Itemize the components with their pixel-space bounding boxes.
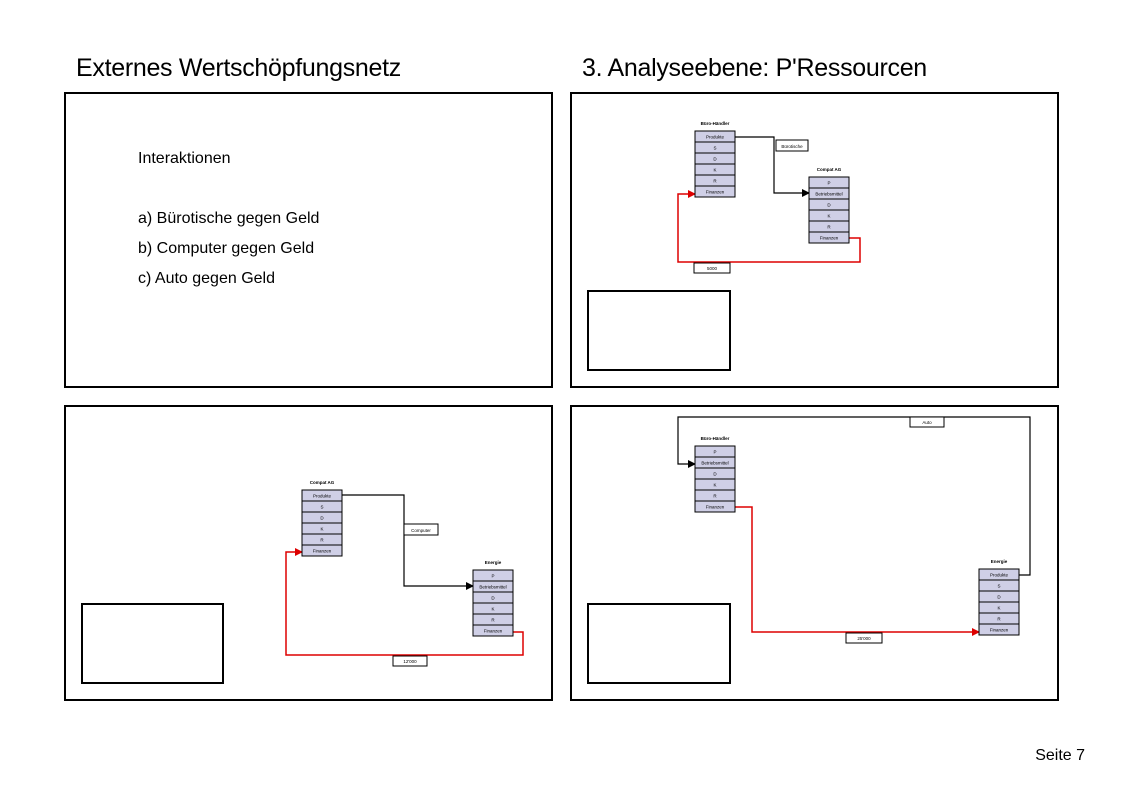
page-number: Seite 7 xyxy=(1035,747,1085,764)
empty-box-a xyxy=(587,290,731,371)
goods-label-box xyxy=(403,523,439,536)
money-label-box xyxy=(845,632,883,644)
entity-row-label: Finanzen xyxy=(990,628,1009,633)
empty-box-b xyxy=(81,603,224,684)
entity-row-label: P xyxy=(713,450,716,455)
entity-row-label: R xyxy=(713,179,717,184)
entity-row-label: Finanzen xyxy=(484,629,503,634)
entity-row-cell xyxy=(301,544,343,557)
entity-row-cell xyxy=(808,231,850,244)
entity-row-label: K xyxy=(997,606,1000,611)
money-label: 5000 xyxy=(707,266,718,271)
empty-box-c xyxy=(587,603,731,684)
money-flow-arrow xyxy=(677,190,861,263)
entity-row-label: R xyxy=(713,494,717,499)
entity-name: Büro-Händler xyxy=(701,436,730,441)
entity-row-label: D xyxy=(320,516,324,521)
title-right: 3. Analyseebene: P'Ressourcen xyxy=(582,54,927,82)
goods-label: Computer xyxy=(411,528,431,533)
entity-row-cell xyxy=(694,185,736,198)
money-flow-arrow xyxy=(285,548,524,656)
goods-label: Auto xyxy=(922,420,932,425)
entity-row-label: Finanzen xyxy=(706,505,725,510)
entity-row-label: D xyxy=(713,157,717,162)
entity-row-label: D xyxy=(491,596,495,601)
entity-row-label: P xyxy=(827,181,830,186)
money-label: 12'000 xyxy=(403,659,417,664)
entity-name: Compat AG xyxy=(310,480,335,485)
entity-name: Büro-Händler xyxy=(701,121,730,126)
entity-row-label: R xyxy=(320,538,324,543)
interaction-item-b: b) Computer gegen Geld xyxy=(138,240,315,257)
entity-row-cell xyxy=(694,500,736,513)
money-label-box xyxy=(392,655,428,667)
entity-row-label: K xyxy=(320,527,323,532)
entity-row-label: P xyxy=(491,574,494,579)
entity-row-label: Produkte xyxy=(313,494,332,499)
entity-row-label: K xyxy=(491,607,494,612)
entity-row-label: K xyxy=(827,214,830,219)
entity-row-label: S xyxy=(713,146,716,151)
goods-flow-arrow xyxy=(735,136,810,197)
entity-row-label: D xyxy=(713,472,717,477)
goods-label-box xyxy=(909,416,945,428)
interactions-heading: Interaktionen xyxy=(138,150,231,167)
entity-row-label: S xyxy=(320,505,323,510)
entity-row-label: R xyxy=(997,617,1001,622)
money-label: 25'000 xyxy=(857,636,871,641)
entity-row-label: K xyxy=(713,483,716,488)
interaction-item-c: c) Auto gegen Geld xyxy=(138,270,275,287)
entity-row-label: Finanzen xyxy=(820,236,839,241)
goods-label-box xyxy=(775,139,809,152)
entity-name: Compat AG xyxy=(817,167,842,172)
panel-interactions: Interaktionen a) Bürotische gegen Geld b… xyxy=(64,92,553,388)
entity-row-label: Finanzen xyxy=(313,549,332,554)
entity-row-cell xyxy=(472,624,514,637)
entity-row-label: D xyxy=(827,203,831,208)
goods-label: Bürotische xyxy=(781,144,803,149)
entity-name: Energie xyxy=(991,559,1008,564)
entity-row-label: Produkte xyxy=(706,135,725,140)
entity-name: Energie xyxy=(485,560,502,565)
goods-flow-arrow xyxy=(677,416,1031,576)
goods-flow-arrow xyxy=(342,494,474,590)
entity-row-label: Produkte xyxy=(990,573,1009,578)
entity-row-label: Finanzen xyxy=(706,190,725,195)
entity-row-label: Betriebsmittel xyxy=(815,192,842,197)
title-left: Externes Wertschöpfungsnetz xyxy=(76,54,401,82)
money-flow-arrow xyxy=(735,506,980,636)
entity-row-cell xyxy=(978,623,1020,636)
entity-row-label: Betriebsmittel xyxy=(701,461,728,466)
entity-row-label: D xyxy=(997,595,1001,600)
entity-row-label: R xyxy=(827,225,831,230)
entity-row-label: S xyxy=(997,584,1000,589)
entity-row-label: K xyxy=(713,168,716,173)
interaction-item-a: a) Bürotische gegen Geld xyxy=(138,210,320,227)
entity-row-label: Betriebsmittel xyxy=(479,585,506,590)
entity-row-label: R xyxy=(491,618,495,623)
money-label-box xyxy=(693,262,731,274)
